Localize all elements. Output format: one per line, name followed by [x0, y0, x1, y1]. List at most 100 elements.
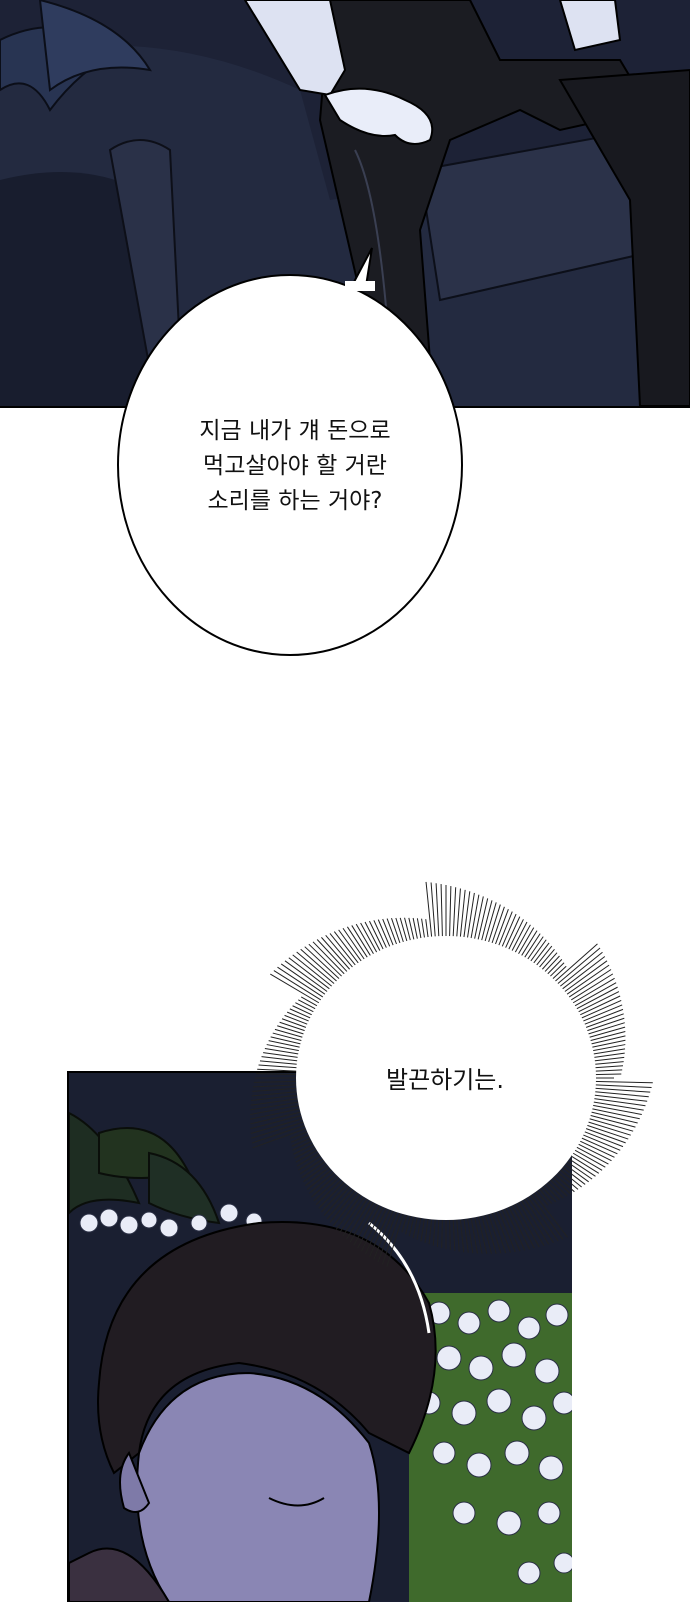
- burst-line: [346, 926, 369, 960]
- burst-line: [590, 1044, 626, 1052]
- burst-line: [268, 1040, 303, 1049]
- burst-line: [473, 896, 484, 941]
- burst-line: [500, 913, 517, 949]
- burst-line: [298, 1154, 324, 1171]
- burst-line: [473, 1215, 483, 1254]
- burst-line: [507, 919, 524, 952]
- burst-line: [589, 1039, 626, 1049]
- burst-line: [404, 917, 412, 943]
- burst-line: [591, 1094, 648, 1102]
- burst-line: [494, 1209, 511, 1253]
- burst-line: [543, 955, 560, 974]
- burst-line: [323, 1184, 352, 1216]
- burst-line: [436, 1217, 440, 1247]
- burst-line: [500, 1207, 521, 1252]
- burst-line: [590, 1104, 642, 1115]
- burst-line: [470, 894, 480, 941]
- burst-line: [534, 945, 553, 968]
- burst-line: [270, 1036, 304, 1045]
- burst-line: [361, 1204, 385, 1252]
- burst-line: [280, 963, 328, 997]
- burst-line: [386, 918, 398, 947]
- burst-line: [321, 937, 352, 972]
- burst-line: [540, 1184, 557, 1203]
- burst-line: [250, 1104, 302, 1115]
- burst-line: [550, 965, 567, 981]
- burst-line: [369, 1207, 392, 1257]
- burst-line: [311, 1172, 339, 1198]
- burst-line: [401, 1212, 408, 1233]
- burst-line: [263, 1052, 301, 1059]
- burst-line: [335, 1192, 363, 1230]
- burst-line: [369, 920, 385, 952]
- burst-line: [313, 1175, 342, 1202]
- burst-line: [300, 948, 339, 984]
- burst-line: [357, 1203, 382, 1249]
- burst-line: [585, 1120, 631, 1136]
- burst-line: [408, 1214, 415, 1237]
- burst-line: [456, 1217, 460, 1252]
- burst-line: [558, 1167, 582, 1188]
- burst-line: [412, 1215, 419, 1239]
- burst-line: [312, 941, 347, 976]
- burst-line: [252, 1087, 300, 1092]
- burst-line: [421, 918, 426, 940]
- burst-line: [587, 1031, 626, 1042]
- burst-line: [477, 1214, 488, 1254]
- burst-line: [386, 1212, 405, 1267]
- burst-line: [253, 1080, 300, 1083]
- burst-line: [537, 1186, 553, 1204]
- burst-line: [251, 1120, 307, 1139]
- burst-line: [284, 960, 330, 994]
- burst-line: [452, 887, 457, 939]
- burst-line: [579, 1000, 622, 1020]
- burst-line: [591, 1052, 625, 1059]
- burst-line: [430, 882, 436, 939]
- burst-line: [299, 1157, 326, 1175]
- burst-line: [449, 886, 452, 939]
- burst-line: [349, 1200, 375, 1243]
- burst-line: [326, 1186, 355, 1220]
- burst-line: [318, 1180, 347, 1209]
- burst-line: [583, 1127, 626, 1144]
- burst-line: [250, 1117, 306, 1134]
- burst-line: [342, 927, 366, 962]
- burst-line: [315, 1177, 344, 1206]
- burst-line: [466, 1216, 474, 1254]
- burst-line: [405, 1213, 412, 1235]
- burst-line: [592, 1069, 623, 1072]
- burst-line: [290, 1133, 312, 1143]
- burst-line: [295, 1002, 317, 1014]
- burst-line: [568, 973, 614, 1002]
- burst-line: [266, 1044, 302, 1052]
- burst-line: [588, 1035, 626, 1045]
- burst-line: [291, 1136, 313, 1147]
- burst-line: [581, 1130, 624, 1148]
- burst-line: [477, 898, 489, 942]
- burst-line: [588, 1111, 638, 1124]
- burst-line: [425, 881, 433, 939]
- burst-line: [257, 1068, 300, 1072]
- burst-line: [301, 1159, 328, 1179]
- burst-line: [408, 917, 415, 942]
- burst-line: [470, 1215, 478, 1254]
- burst-line: [377, 1209, 398, 1263]
- thought-bubble-text: 발끈하기는.: [385, 1066, 505, 1094]
- burst-line: [258, 1064, 300, 1069]
- burst-line: [590, 1048, 626, 1055]
- burst-line: [250, 1111, 304, 1125]
- burst-line: [264, 1048, 302, 1055]
- burst-line: [373, 1208, 395, 1260]
- burst-line: [583, 1013, 624, 1029]
- burst-line: [574, 1145, 609, 1165]
- burst-line: [251, 1094, 301, 1102]
- burst-line: [381, 1210, 402, 1265]
- burst-line: [250, 1107, 303, 1120]
- burst-line: [251, 1091, 300, 1097]
- burst-line: [572, 982, 617, 1008]
- burst-line: [550, 1175, 572, 1195]
- burst-line: [320, 1182, 349, 1213]
- burst-line: [490, 1210, 507, 1254]
- burst-line: [577, 995, 621, 1017]
- burst-line: [272, 1032, 305, 1042]
